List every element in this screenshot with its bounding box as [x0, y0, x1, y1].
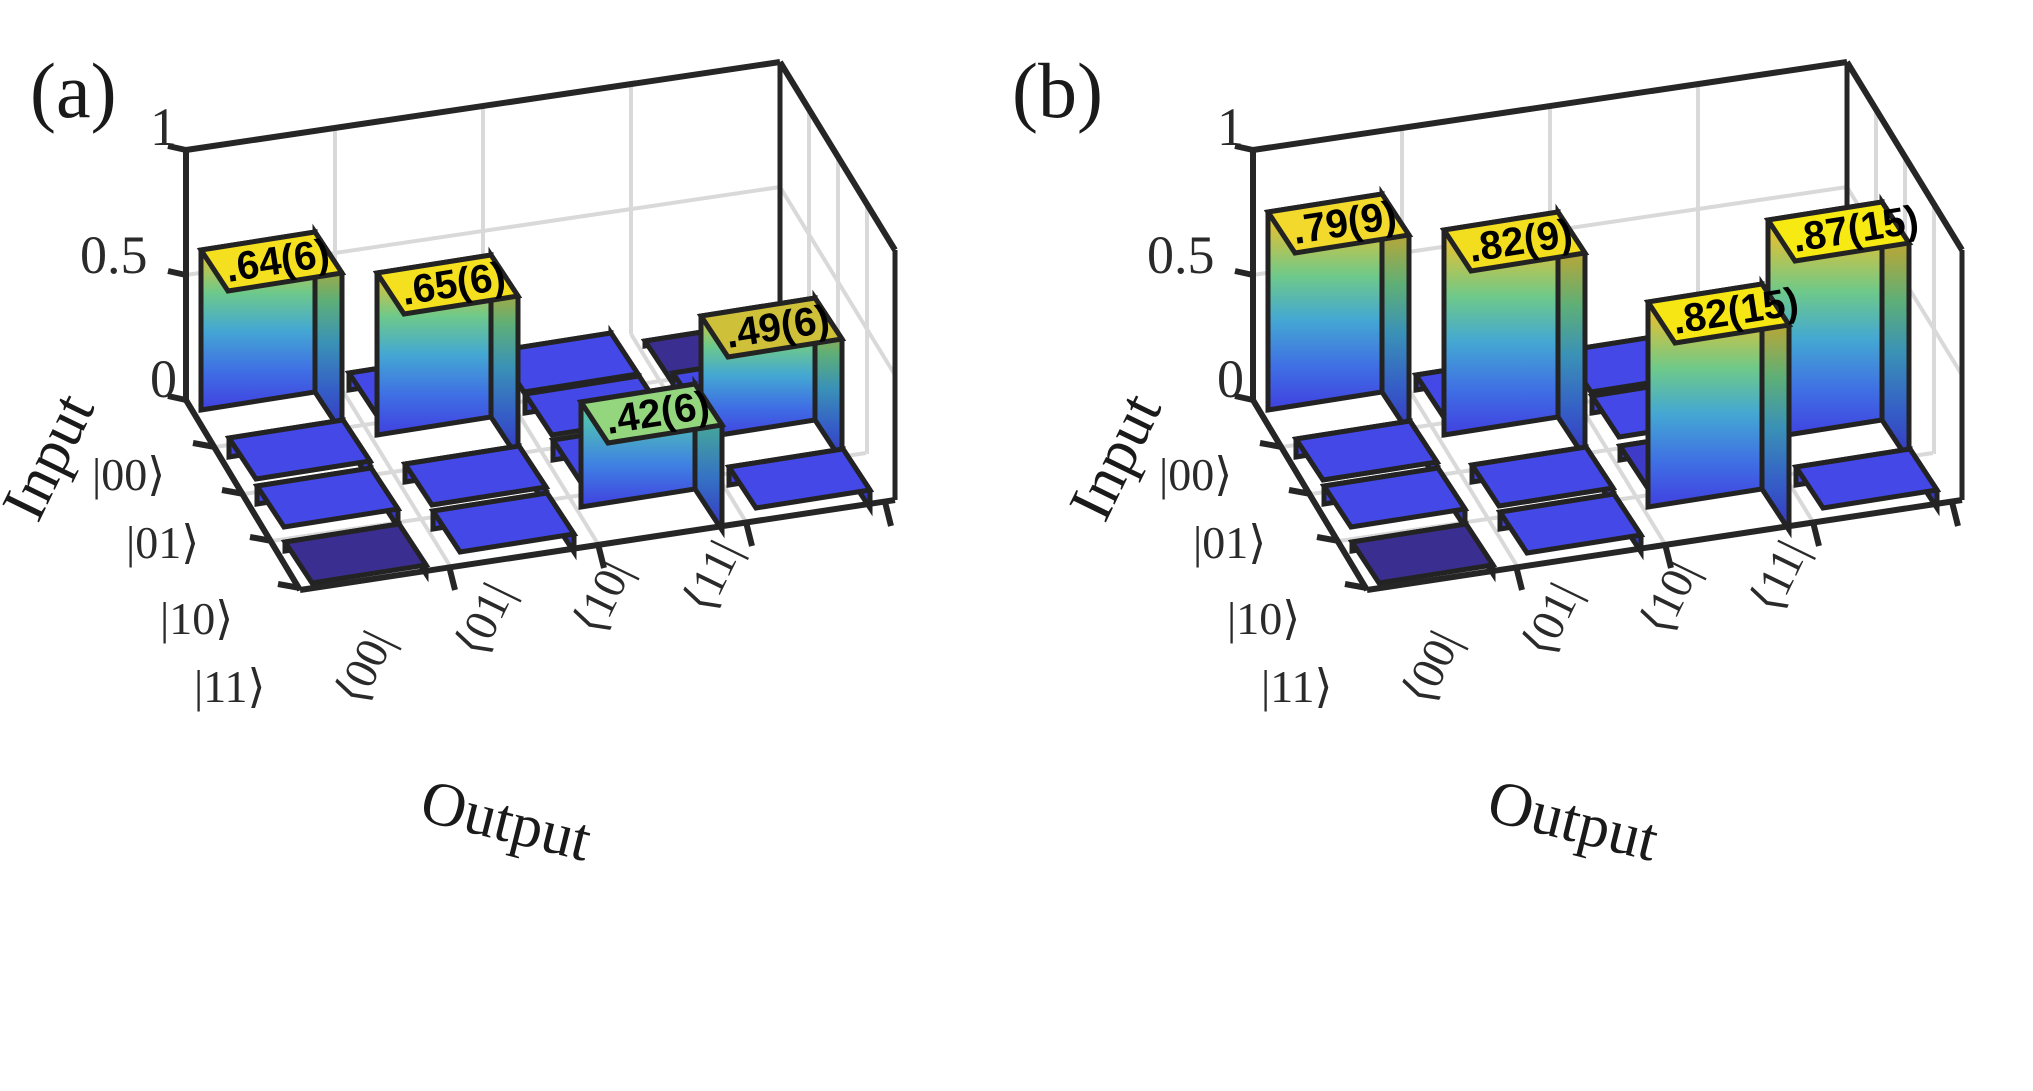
panel-a-tag: (a): [30, 47, 117, 134]
panel-b: (b) 1 0.5 0 |00⟩ |01⟩ |10⟩ |11⟩ Input ⟨0…: [1012, 0, 2033, 1091]
panel-a-input-tick-10: |10⟩: [160, 593, 234, 644]
panel-b-input-tick-01: |01⟩: [1193, 517, 1267, 568]
panel-a-input-tick-00: |00⟩: [92, 449, 166, 500]
panel-a: (a) 1 0.5 0 |00⟩ |01⟩ |10⟩ |11⟩ Input ⟨0…: [0, 0, 1016, 1091]
bar-a-10-11: .49(6): [696, 289, 847, 470]
panel-b-input-tick-10: |10⟩: [1227, 593, 1301, 644]
bar-b-10-11: .87(15): [1763, 193, 1922, 470]
bar-b-10-00: [1319, 459, 1470, 536]
bar-a-11-00: [280, 515, 431, 586]
panel-b-ztick-0p5: 0.5: [1147, 225, 1215, 285]
panel-b-input-tick-00: |00⟩: [1159, 449, 1233, 500]
bar-a-11-01: [428, 484, 579, 561]
panel-a-plot: .64(6) .65(6): [167, 59, 898, 593]
bar-b-11-01: [1495, 485, 1646, 561]
bar-a-00-00: .64(6): [196, 223, 347, 442]
panel-b-tag: (b): [1012, 47, 1103, 134]
bar-b-00-00: .79(9): [1263, 185, 1414, 442]
panel-a-input-tick-01: |01⟩: [126, 517, 200, 568]
bar-a-01-00: [224, 411, 375, 489]
panel-a-ztick-0p5: 0.5: [80, 225, 148, 285]
bar-a-10-01: [400, 437, 551, 514]
bar-b-01-01: .82(9): [1439, 203, 1590, 467]
panel-a-input-tick-11: |11⟩: [194, 661, 266, 712]
bar-b-11-10: .82(15): [1643, 275, 1802, 539]
bar-a-11-11: [724, 440, 875, 517]
bar-a-10-00: [252, 459, 403, 536]
bar-a-01-01: .65(6): [372, 246, 523, 467]
bar-a-00-10: [492, 324, 643, 400]
panel-b-plot: .79(9) .82(9): [1234, 59, 1965, 593]
bar-b-11-00: [1347, 515, 1498, 586]
panel-b-input-tick-11: |11⟩: [1261, 661, 1333, 712]
bar-b-11-11: [1791, 440, 1942, 517]
bar-b-01-00: [1291, 412, 1442, 489]
